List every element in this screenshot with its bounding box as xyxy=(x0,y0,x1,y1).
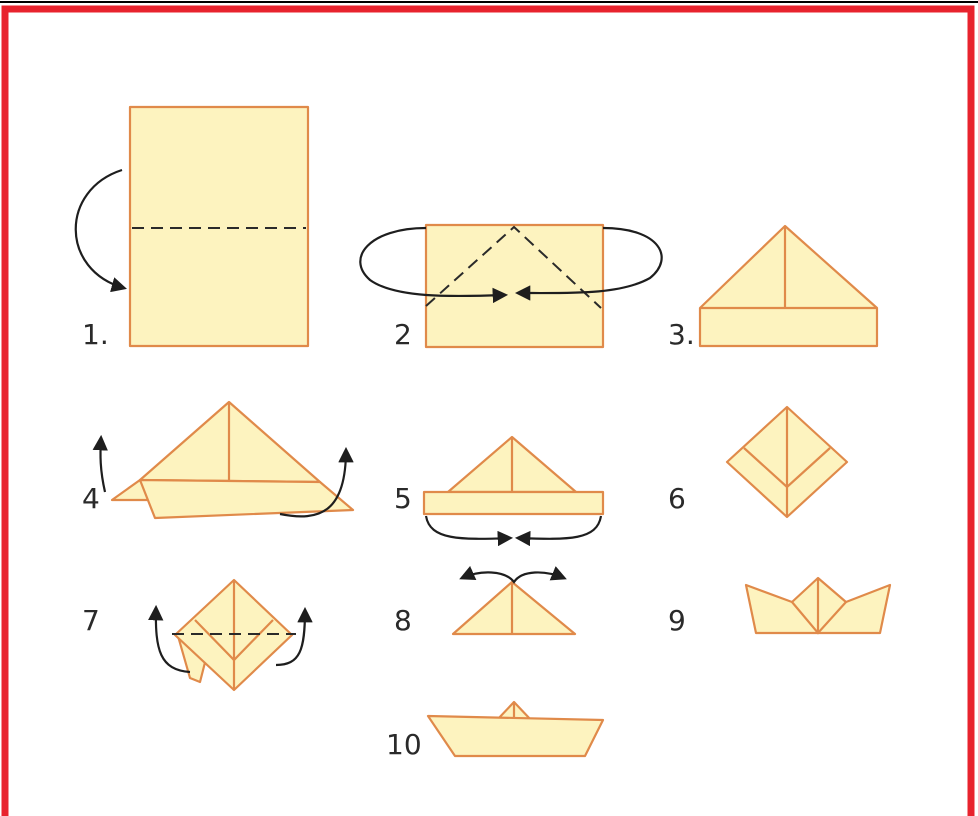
step-5-label: 5 xyxy=(394,482,412,515)
step-7-label: 7 xyxy=(82,604,100,637)
step-6-label: 6 xyxy=(668,482,686,515)
step-2-right-fold-arrow xyxy=(514,226,663,301)
step-3: 3. xyxy=(668,224,879,351)
step-4-left-arrow xyxy=(92,434,108,493)
step-2-fold-lines xyxy=(425,225,602,309)
step-3-paper xyxy=(698,224,879,348)
step-1-label: 1. xyxy=(82,318,109,351)
step-1-paper xyxy=(128,105,310,348)
step-8-pull-arrows xyxy=(459,565,567,584)
step-3-label: 3. xyxy=(668,318,695,351)
step-5-right-arrow xyxy=(514,515,603,547)
step-6: 6 xyxy=(668,405,849,519)
red-border xyxy=(1,5,975,816)
step-7-right-arrow xyxy=(275,606,313,667)
step-8: 8 xyxy=(394,565,577,637)
step-5: 5 xyxy=(394,435,605,547)
step-9: 9 xyxy=(668,576,892,637)
step-2-left-fold-arrow xyxy=(359,226,509,304)
step-10: 10 xyxy=(386,700,605,761)
step-4: 4 xyxy=(82,400,355,520)
step-7: 7 xyxy=(82,578,313,692)
step-7-left-arrow xyxy=(148,604,191,674)
step-8-label: 8 xyxy=(394,604,412,637)
step-8-paper xyxy=(451,580,577,636)
step-4-label: 4 xyxy=(82,482,100,515)
step-5-band xyxy=(422,490,605,516)
step-10-hull xyxy=(426,714,605,758)
step-2-label: 2 xyxy=(394,318,412,351)
step-4-band xyxy=(138,478,355,520)
step-1-fold-arrow xyxy=(74,168,127,293)
step-4-right-arrow xyxy=(279,446,354,518)
step-9-label: 9 xyxy=(668,604,686,637)
step-10-label: 10 xyxy=(386,728,422,761)
step-1: 1. xyxy=(74,105,310,351)
step-2-paper xyxy=(424,223,605,349)
step-2: 2 xyxy=(359,223,663,351)
step-5-left-arrow xyxy=(424,515,514,547)
